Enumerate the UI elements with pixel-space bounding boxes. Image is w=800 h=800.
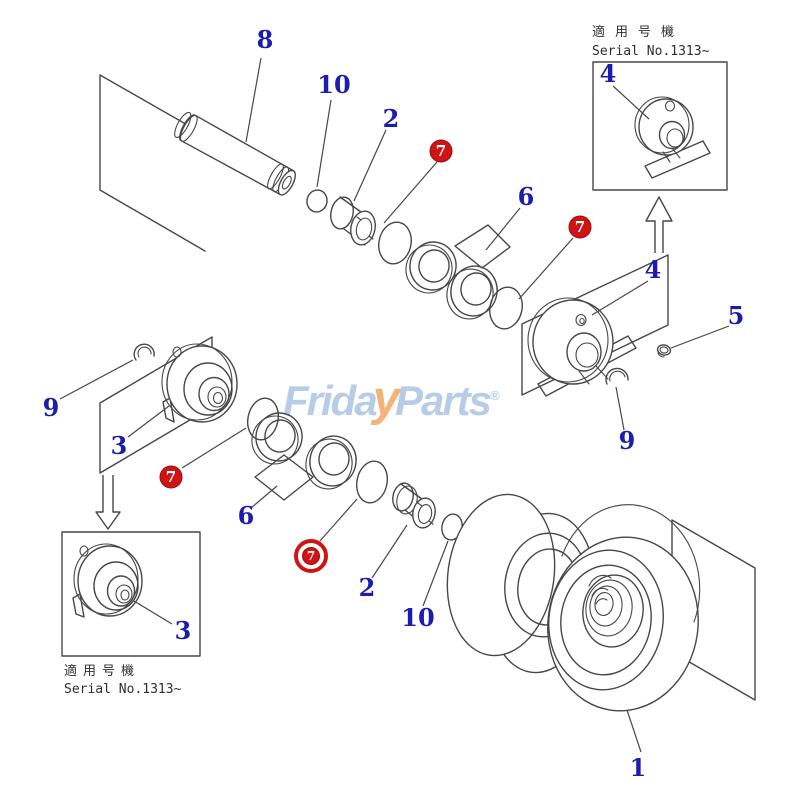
- part-9-snap-ring-right: [605, 367, 629, 385]
- leader-7-upper-right: [518, 237, 574, 300]
- watermark-swoosh-y: y: [372, 372, 400, 426]
- callout-label-10-lower: 10: [401, 603, 434, 632]
- leader-2-lower: [371, 524, 408, 579]
- leader-3-box: [133, 600, 173, 625]
- callout-marker-7-upper: 7: [429, 139, 453, 163]
- leader-6-upper: [485, 207, 521, 251]
- variant-arrow-up-icon: [645, 196, 673, 253]
- callout-label-6-lower: 6: [238, 501, 255, 530]
- leader-2-upper: [353, 129, 387, 202]
- svg-text:7: 7: [575, 218, 585, 236]
- leader-5: [670, 325, 730, 349]
- callout-label-9-right: 9: [619, 426, 636, 455]
- serial-note-top-serial: Serial No.1313~: [592, 44, 710, 59]
- leader-4-top-box: [612, 85, 650, 120]
- callout-label-5: 5: [728, 301, 745, 330]
- part-3-roller-assembly-mid: [161, 343, 238, 423]
- leader-8: [245, 57, 262, 143]
- callout-label-10-upper: 10: [317, 70, 350, 99]
- callout-label-9-left: 9: [43, 393, 60, 422]
- leader-10-lower: [422, 540, 449, 607]
- part-7-oring-mid-left: [246, 397, 280, 441]
- part-10-ring-upper: [306, 189, 328, 213]
- part-8-shaft: [174, 111, 296, 196]
- callout-label-8: 8: [257, 25, 274, 54]
- callout-label-4-top-box: 4: [600, 59, 617, 88]
- callout-label-3-box: 3: [175, 616, 192, 645]
- part-1-track-roller: [446, 493, 701, 712]
- serial-note-bottom-serial: Serial No.1313~: [64, 682, 182, 697]
- callout-label-1: 1: [630, 753, 647, 782]
- part-4-collar-top-box: [634, 96, 711, 179]
- callout-marker-7-lower-bullseye: 7: [294, 539, 328, 573]
- fridayparts-watermark: FridayParts®: [283, 372, 500, 426]
- callout-labels: 8 10 2 6 4 4 5 9 9 3 3 6 2 10 1: [43, 25, 745, 782]
- callout-marker-7-upper-right: 7: [568, 215, 592, 239]
- serial-variant-box-bottom: [61, 531, 201, 657]
- watermark-text-right: Parts: [394, 377, 492, 424]
- svg-text:7: 7: [436, 142, 446, 160]
- part-2-bushing-upper: [330, 196, 376, 246]
- variant-arrow-down-icon: [95, 475, 121, 530]
- callout-label-2-upper: 2: [383, 104, 400, 133]
- registered-mark: ®: [490, 388, 500, 403]
- leader-9-right: [615, 386, 625, 431]
- leader-3-mid: [127, 405, 170, 438]
- serial-note-top: 適用号機 Serial No.1313~: [592, 24, 710, 59]
- part-2-bushing-lower: [392, 482, 436, 529]
- svg-text:7: 7: [307, 549, 315, 563]
- part-6-seal-pair-upper: [405, 241, 498, 320]
- leader-7-upper: [383, 161, 438, 224]
- leader-7-mid-left: [181, 427, 247, 469]
- part-5-plug: [656, 344, 672, 358]
- part-4-collar-mid: [527, 297, 637, 397]
- leader-7-lower: [319, 498, 358, 542]
- leader-10-upper: [316, 99, 332, 188]
- group-callout-diamond-lower: [254, 454, 314, 501]
- svg-text:7: 7: [166, 468, 176, 486]
- leader-6-lower: [250, 485, 278, 509]
- serial-note-top-kanji: 適用号機: [592, 24, 684, 40]
- serial-variant-box-top: [592, 61, 728, 191]
- part-7-oring-upper-right: [489, 286, 523, 330]
- leader-9-left: [59, 359, 134, 400]
- callout-label-2-lower: 2: [359, 573, 376, 602]
- callout-label-4-mid: 4: [645, 255, 662, 284]
- part-9-snap-ring-left: [133, 343, 155, 361]
- leader-lines: [59, 57, 730, 753]
- leader-1: [626, 709, 642, 753]
- leader-4-mid: [591, 280, 649, 316]
- callout-marker-7-mid-left: 7: [159, 465, 183, 489]
- part-6-seal-pair-lower: [251, 412, 357, 490]
- serial-note-bottom: 適用号機 Serial No.1313~: [64, 663, 182, 697]
- part-7-oring-upper: [378, 221, 412, 265]
- callout-label-6-upper: 6: [518, 182, 535, 211]
- watermark-text-left: Frida: [283, 377, 378, 424]
- callout-label-3-mid: 3: [111, 431, 128, 460]
- part-3-roller-assembly-box: [72, 543, 143, 618]
- part-7-oring-lower: [355, 460, 389, 504]
- serial-note-bottom-kanji: 適用号機: [64, 663, 140, 679]
